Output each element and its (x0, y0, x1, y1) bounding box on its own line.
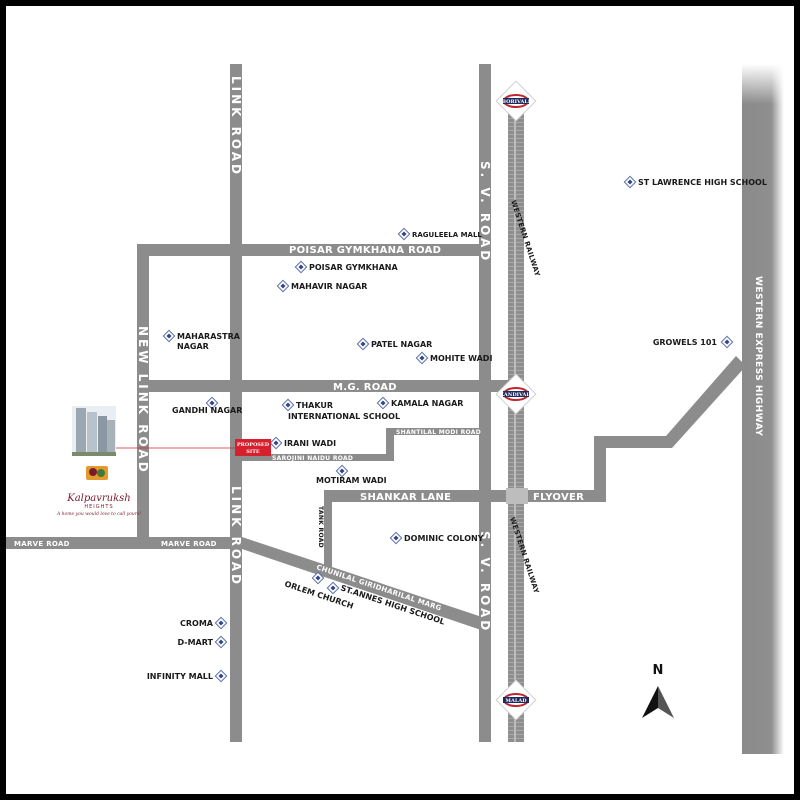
landmark-croma: CROMA (180, 616, 228, 630)
landmark-maharastra-nagar: MAHARASTRA NAGAR (162, 329, 241, 351)
landmark-patel-nagar: PATEL NAGAR (356, 337, 432, 351)
landmark-label: RAGULEELA MALL (412, 231, 482, 239)
mg-road (137, 380, 524, 392)
poisar-gymkhana-road (137, 244, 491, 256)
landmark-st-lawrence: ST LAWRENCE HIGH SCHOOL (623, 175, 767, 189)
flyover (524, 356, 746, 502)
landmark-d-mart: D-MART (177, 635, 228, 649)
landmark-mahavir-nagar: MAHAVIR NAGAR (276, 279, 367, 293)
shankar-lane-label: SHANKAR LANE (360, 492, 451, 503)
kalpavruksh-logo: Kalpavruksh HEIGHTS A home you would lov… (56, 476, 142, 519)
station-borivali: BORIVALI (495, 80, 537, 122)
logo-tagline: A home you would love to call yours! (56, 512, 142, 517)
sv-road-bottom-label: S. V. ROAD (478, 531, 492, 633)
landmark-label: GROWELS 101 (653, 338, 718, 347)
landmark-label: CROMA (180, 619, 214, 628)
proposed-site-label-2: SITE (246, 449, 260, 455)
new-link-road-label: NEW LINK ROAD (136, 326, 150, 475)
landmark-label: THAKUR (296, 401, 333, 410)
landmark-dominic-colony: DOMINIC COLONY (389, 531, 484, 545)
sv-road (479, 64, 491, 742)
landmark-label: IRANI WADI (284, 439, 336, 448)
landmark-motiram-wadi: MOTIRAM WADI (316, 464, 387, 485)
landmark-label: DOMINIC COLONY (404, 534, 484, 543)
landmark-label: GANDHI NAGAR (172, 406, 242, 415)
logo-name: Kalpavruksh (67, 493, 131, 504)
marve-road-left-label: MARVE ROAD (14, 540, 70, 548)
shankar-lane (324, 490, 524, 570)
station-kandivali: KANDIVALI (495, 373, 537, 415)
landmark-label: MOTIRAM WADI (316, 476, 387, 485)
logo-sub: HEIGHTS (84, 504, 114, 510)
tank-road-label: TANK ROAD (317, 506, 324, 548)
landmark-label: ST LAWRENCE HIGH SCHOOL (638, 178, 767, 187)
landmark-kamala-nagar: KAMALA NAGAR (376, 396, 463, 410)
proposed-site-label-1: PROPOSED (237, 442, 270, 448)
building-image (72, 406, 116, 456)
station-malad: MALAD (495, 679, 537, 721)
landmark-label: INFINITY MALL (147, 672, 213, 681)
station-kandivali-label: KANDIVALI (500, 392, 533, 398)
proposed-site-marker: PROPOSED SITE (235, 439, 271, 456)
shantilal-modi-road (242, 428, 484, 461)
landmark-thakur-school: THAKUR INTERNATIONAL SCHOOL (281, 398, 400, 421)
location-map: LINK ROAD LINK ROAD NEW LINK ROAD S. V. … (6, 64, 784, 754)
landmark-label: D-MART (177, 638, 213, 647)
north-label: N (653, 663, 664, 678)
link-road-top-label: LINK ROAD (229, 76, 243, 177)
landmark-growels: GROWELS 101 (653, 335, 734, 349)
landmark-irani-wadi: IRANI WADI (269, 436, 336, 450)
landmark-label: POISAR GYMKHANA (309, 263, 398, 272)
mg-road-label: M.G. ROAD (333, 382, 397, 393)
link-road-bottom-label: LINK ROAD (229, 486, 243, 587)
station-malad-label: MALAD (505, 698, 527, 704)
landmark-label: NAGAR (177, 342, 209, 351)
landmark-label: KAMALA NAGAR (391, 399, 463, 408)
sarojini-naidu-road-label: SAROJINI NAIDU ROAD (272, 455, 353, 462)
landmark-label: INTERNATIONAL SCHOOL (288, 412, 400, 421)
landmark-label: PATEL NAGAR (371, 340, 432, 349)
flyover-bridge (506, 488, 528, 504)
landmark-gandhi-nagar: GANDHI NAGAR (172, 396, 242, 415)
landmark-label: MAHARASTRA (177, 332, 241, 341)
flyover-label: FLYOVER (533, 492, 584, 503)
chunilal-marg (242, 537, 491, 632)
sv-road-top-label: S. V. ROAD (478, 161, 492, 263)
shantilal-modi-road-label: SHANTILAL MODI ROAD (396, 429, 481, 436)
link-road (230, 64, 242, 742)
landmark-infinity-mall: INFINITY MALL (147, 669, 228, 683)
landmark-mohite-wadi: MOHITE WADI (415, 351, 492, 365)
landmark-label: MAHAVIR NAGAR (291, 282, 367, 291)
north-arrow-icon: N (642, 663, 674, 718)
western-express-highway (742, 64, 784, 754)
kalpavruksh-logo-icon (86, 466, 108, 480)
western-railway (508, 102, 524, 742)
station-borivali-label: BORIVALI (502, 99, 531, 105)
western-express-highway-label: WESTERN EXPRESS HIGHWAY (753, 276, 763, 436)
marve-road (6, 537, 242, 549)
landmark-label: MOHITE WADI (430, 354, 492, 363)
map-frame: LINK ROAD LINK ROAD NEW LINK ROAD S. V. … (6, 6, 794, 794)
landmark-poisar-gymkhana: POISAR GYMKHANA (294, 260, 398, 274)
poisar-gymkhana-road-label: POISAR GYMKHANA ROAD (289, 245, 441, 256)
new-link-road (137, 248, 149, 546)
marve-road-right-label: MARVE ROAD (161, 540, 217, 548)
landmark-raguleela-mall: RAGULEELA MALL (397, 227, 482, 241)
